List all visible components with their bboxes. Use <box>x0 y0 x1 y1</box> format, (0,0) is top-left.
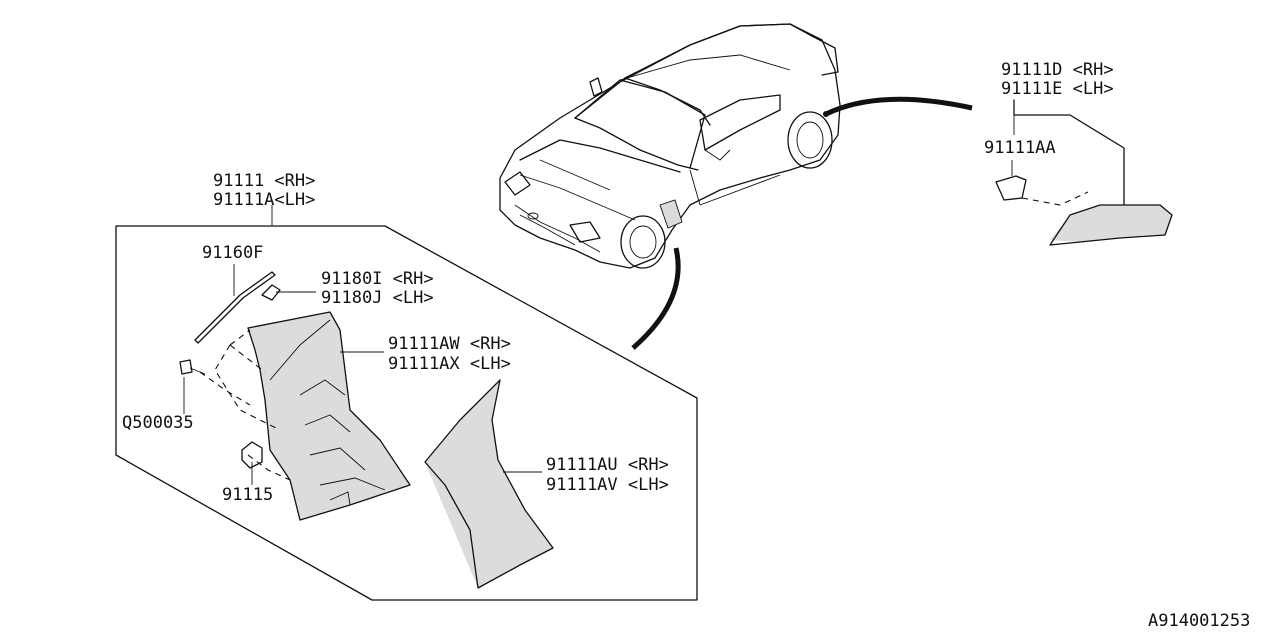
label-91180J: 91180J <LH> <box>321 288 434 308</box>
leader-front-fender <box>631 247 681 350</box>
part-91111D <box>1049 204 1173 246</box>
part-91111AU <box>424 379 554 589</box>
part-91111AW <box>247 311 411 521</box>
leader-rear-fender <box>824 96 973 117</box>
label-Q500035: Q500035 <box>122 413 194 433</box>
part-Q500035 <box>179 359 206 375</box>
label-91111D: 91111D <RH> <box>1001 60 1114 80</box>
part-91160F <box>194 271 276 344</box>
front-group-frame <box>115 225 698 601</box>
label-91115: 91115 <box>222 485 273 505</box>
diagram-id: A914001253 <box>1148 611 1250 631</box>
label-91111AU: 91111AU <RH> <box>546 455 669 475</box>
label-91160F: 91160F <box>202 243 263 263</box>
part-91180I <box>261 284 281 301</box>
label-91111: 91111 <RH> <box>213 171 315 191</box>
label-91111E: 91111E <LH> <box>1001 79 1114 99</box>
label-91111AA: 91111AA <box>984 138 1056 158</box>
rear-group-bracket <box>1013 99 1125 206</box>
part-91115 <box>241 441 263 469</box>
part-91111AA <box>995 175 1027 201</box>
label-91111A: 91111A<LH> <box>213 190 315 210</box>
label-91111AW: 91111AW <RH> <box>388 334 511 354</box>
label-91111AV: 91111AV <LH> <box>546 475 669 495</box>
car-illustration <box>499 23 841 269</box>
label-91111AX: 91111AX <LH> <box>388 354 511 374</box>
label-91180I: 91180I <RH> <box>321 269 434 289</box>
